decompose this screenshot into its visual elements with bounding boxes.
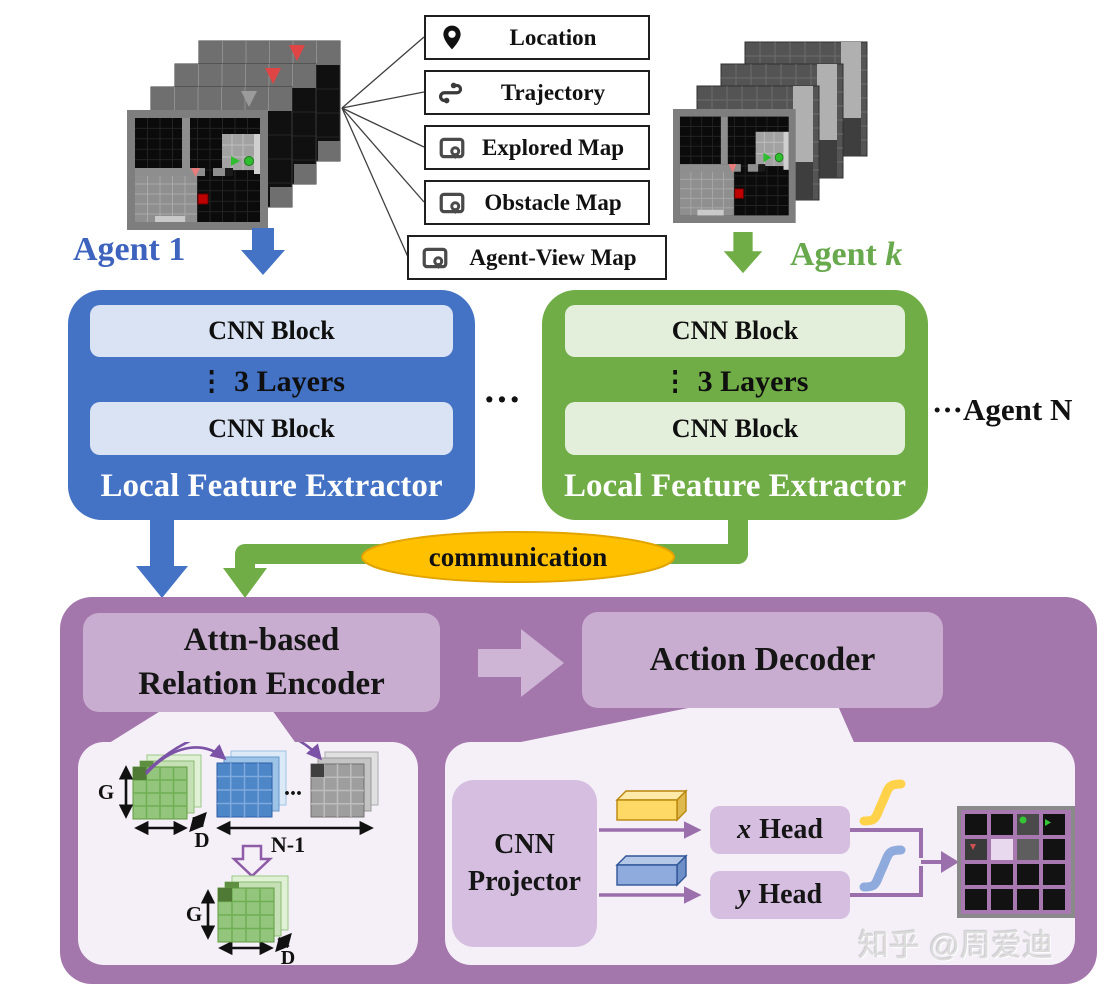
aggregated-feature-stack [217,875,289,943]
trajectory-icon [439,82,463,103]
agent-k-label: Agent k [790,236,902,274]
cnn-block: CNN Block [90,305,453,357]
attention-arc-to-gray [145,742,323,773]
x-head-box: x Head [710,806,850,854]
watermark: 知乎 @周爱迪 [858,928,1054,963]
agent-k-observation-stack [672,41,868,224]
layers-label: 3 Layers [234,365,345,398]
last-agent-feature-stack [310,751,379,818]
flow-connectors: communication [136,506,748,598]
extractor-title: Local Feature Extractor [100,468,443,504]
cnn-block: CNN Block [90,402,453,455]
agent-k-prefix: Agent [790,236,886,273]
heads-merge-connector [850,828,942,897]
legend-item-location: Location [424,15,650,60]
agent-k-var: k [885,236,903,273]
agent-n-ellipsis: ··· [932,392,964,427]
agent1-observation-stack [126,40,341,231]
legend-label: Trajectory [500,79,606,105]
map-pin-icon [439,137,465,159]
aggregate-down-arrow [230,844,274,878]
map-pin-icon [439,192,465,214]
g-dim-label: G [186,902,202,926]
location-pin-icon [443,25,461,49]
legend-label: Agent-View Map [469,244,637,270]
agent-k-down-arrow [723,232,763,274]
legend-item-obstacle-map: Obstacle Map [424,180,650,225]
dimension-arrows [118,765,374,956]
x-var: x [737,814,752,845]
local-feature-extractor-agent-k: CNN Block ⋮ 3 Layers CNN Block Local Fea… [542,290,928,520]
agent-k-arrowhead [223,568,267,598]
layers-label: 3 Layers [697,365,809,398]
g-dim-label: G [98,780,114,804]
y-embedding-bar [615,854,688,887]
n-minus-1-label: N-1 [271,832,305,857]
goal-position-map [957,806,1075,918]
legend-label: Location [509,24,597,50]
communication-label: communication [429,542,608,572]
agent1-label: Agent 1 [73,231,186,268]
d-dim-label: D [194,828,209,852]
map-pin-icon [422,247,448,269]
stack-ellipsis: ... [284,775,302,801]
legend-item-trajectory: Trajectory [424,70,650,115]
layers-indicator: ⋮ 3 Layers [542,365,928,398]
cnn-block: CNN Block [565,305,905,357]
x-embedding-bar [615,789,688,822]
action-decoder-illustration [599,779,959,904]
d-dim-label: D [281,947,295,965]
local-feature-extractor-agent1: CNN Block ⋮ 3 Layers CNN Block Local Fea… [68,290,475,520]
vertical-ellipsis-icon: ⋮ [198,366,226,397]
encoder-to-decoder-arrow [478,629,564,697]
relation-encoder-box: Attn-based Relation Encoder [83,613,440,712]
layers-indicator: ⋮ 3 Layers [68,365,475,398]
legend-item-agent-view-map: Agent-View Map [407,235,667,280]
other-agent-feature-stack [216,750,287,818]
vertical-ellipsis-icon: ⋮ [661,366,689,397]
extractor-title: Local Feature Extractor [563,468,907,504]
self-feature-stack [132,754,202,820]
action-decoder-box: Action Decoder [582,612,943,708]
y-var: y [737,879,751,910]
legend-item-explored-map: Explored Map [424,125,650,170]
relation-encoder-illustration: ... G D N-1 [98,742,379,965]
legend-label: Obstacle Map [484,189,622,215]
agent1-down-arrow [241,228,285,275]
legend-label: Explored Map [481,134,625,160]
y-head-box: y Head [710,871,850,919]
y-sigmoid-curve [859,845,906,892]
goal-arrowhead [941,851,959,873]
between-agents-ellipsis: ··· [482,379,522,421]
legend-connector-lines [341,36,425,258]
agent-n-label: ···Agent N [932,392,1073,427]
cnn-projector-box: CNN Projector [452,780,597,947]
agent1-to-encoder-arrow [136,512,188,598]
x-sigmoid-curve [859,779,906,826]
communication-ellipse [361,531,675,583]
cnn-block: CNN Block [565,402,905,455]
